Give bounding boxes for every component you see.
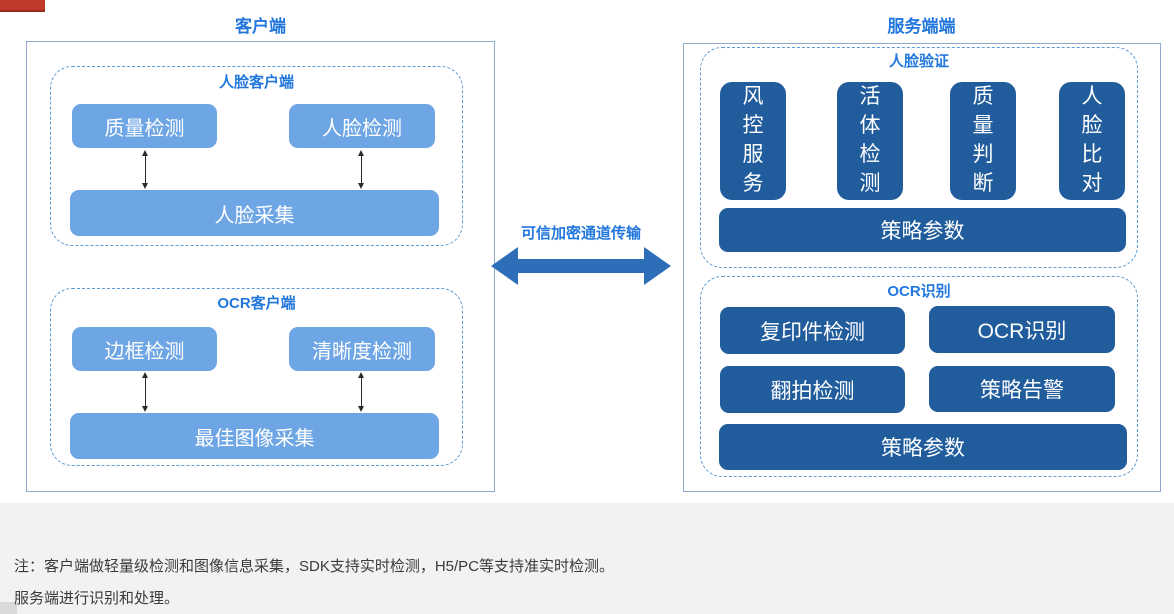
footnote: 注：客户端做轻量级检测和图像信息采集，SDK支持实时检测，H5/PC等支持准实时… <box>14 551 614 614</box>
policy-alert-box: 策略告警 <box>929 366 1115 412</box>
face-capture-box: 人脸采集 <box>70 190 439 236</box>
arrow-head-left <box>491 247 518 285</box>
double-arrow-icon <box>141 372 150 412</box>
footer-background <box>0 503 1174 614</box>
face-verify-group <box>700 47 1138 268</box>
ocr-client-label: OCR客户端 <box>217 295 296 312</box>
red-marker-decoration <box>0 0 45 12</box>
clarity-detection-box: 清晰度检测 <box>289 327 435 371</box>
client-title: 客户端 <box>235 17 286 36</box>
double-arrow-icon <box>141 150 150 189</box>
border-detection-box: 边框检测 <box>72 327 217 371</box>
arrow-bar <box>518 259 644 273</box>
server-title: 服务端端 <box>887 17 956 36</box>
gray-chip-decoration <box>0 602 17 614</box>
remake-detection-box: 翻拍检测 <box>720 366 905 413</box>
face-verify-label: 人脸验证 <box>888 53 949 70</box>
copy-detection-box: 复印件检测 <box>720 307 905 354</box>
footnote-line2: 服务端进行识别和处理。 <box>14 590 180 608</box>
footnote-line1: 注：客户端做轻量级检测和图像信息采集，SDK支持实时检测，H5/PC等支持准实时… <box>14 558 615 575</box>
arrow-head-right <box>644 247 671 285</box>
face-client-label: 人脸客户端 <box>218 74 294 91</box>
liveness-detection-box: 活体检测 <box>837 82 903 200</box>
ocr-recognition-box: OCR识别 <box>929 306 1115 353</box>
policy-params-ocr-box: 策略参数 <box>719 424 1127 470</box>
face-client-group <box>50 66 463 246</box>
ocr-recognition-group <box>700 276 1138 477</box>
risk-control-service-label: 风控服务 <box>742 85 764 195</box>
channel-label: 可信加密通道传输 <box>520 225 641 242</box>
double-arrow-icon <box>357 372 366 412</box>
quality-detection-box: 质量检测 <box>72 104 217 148</box>
double-arrow-icon <box>357 150 366 189</box>
best-image-capture-box: 最佳图像采集 <box>70 413 439 459</box>
face-comparison-box: 人脸比对 <box>1059 82 1125 200</box>
face-comparison-label: 人脸比对 <box>1081 85 1103 195</box>
quality-judgment-box: 质量判断 <box>950 82 1016 200</box>
bidirectional-arrow-icon <box>491 247 671 285</box>
liveness-detection-label: 活体检测 <box>859 85 881 195</box>
face-detection-box: 人脸检测 <box>289 104 435 148</box>
ocr-recognition-label: OCR识别 <box>887 283 951 300</box>
risk-control-service-box: 风控服务 <box>720 82 786 200</box>
quality-judgment-label: 质量判断 <box>972 85 994 195</box>
policy-params-face-box: 策略参数 <box>719 208 1126 252</box>
ocr-client-group <box>50 288 463 466</box>
